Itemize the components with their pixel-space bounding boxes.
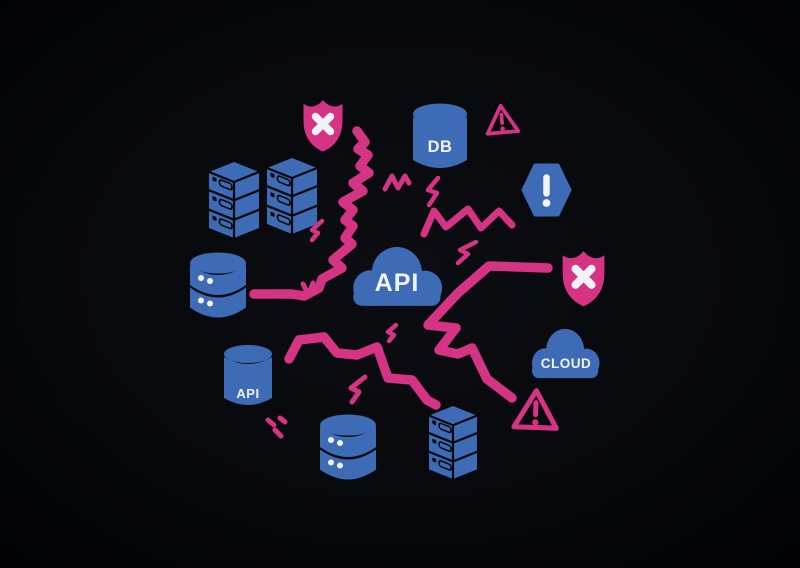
db-label: DB bbox=[428, 138, 453, 156]
crack-top bbox=[249, 126, 374, 301]
database-cylinder-db-icon: DB bbox=[413, 103, 467, 168]
debris-dash bbox=[300, 281, 310, 295]
alert-hexagon-icon bbox=[521, 163, 572, 217]
debris-dash bbox=[265, 417, 277, 428]
lightning-bolt-icon bbox=[348, 374, 368, 405]
api-cloud-icon: API bbox=[353, 247, 443, 306]
cloud-icon: CLOUD bbox=[531, 328, 600, 379]
lightning-bolt-icon bbox=[385, 322, 399, 344]
debris-dash bbox=[307, 280, 316, 294]
server-tower-left bbox=[209, 162, 259, 238]
server-tower-right bbox=[267, 158, 317, 234]
debris-dash bbox=[272, 427, 284, 439]
debris-dash bbox=[277, 415, 288, 425]
crack-right bbox=[423, 261, 553, 403]
crack-debris bbox=[265, 280, 316, 439]
api-cylinder-icon: API bbox=[224, 345, 272, 405]
server-tower-bottom-icon bbox=[429, 406, 477, 479]
cloud-label: CLOUD bbox=[541, 356, 592, 371]
lightning-bolt-icon bbox=[455, 239, 479, 266]
zigzag-mid-right bbox=[420, 205, 516, 238]
zigzag-small bbox=[382, 173, 412, 192]
database-stack-bottom-icon bbox=[320, 414, 376, 480]
crack-lines bbox=[249, 126, 553, 410]
api-cylinder-label: API bbox=[236, 386, 259, 401]
lightning-bolt-icon bbox=[425, 175, 441, 208]
lightning-bolt-icon bbox=[309, 218, 325, 243]
lightning-bolts bbox=[309, 175, 479, 405]
api-cloud-label: API bbox=[375, 269, 420, 297]
database-stack-left-icon bbox=[190, 252, 246, 318]
crack-bottom bbox=[284, 332, 441, 410]
